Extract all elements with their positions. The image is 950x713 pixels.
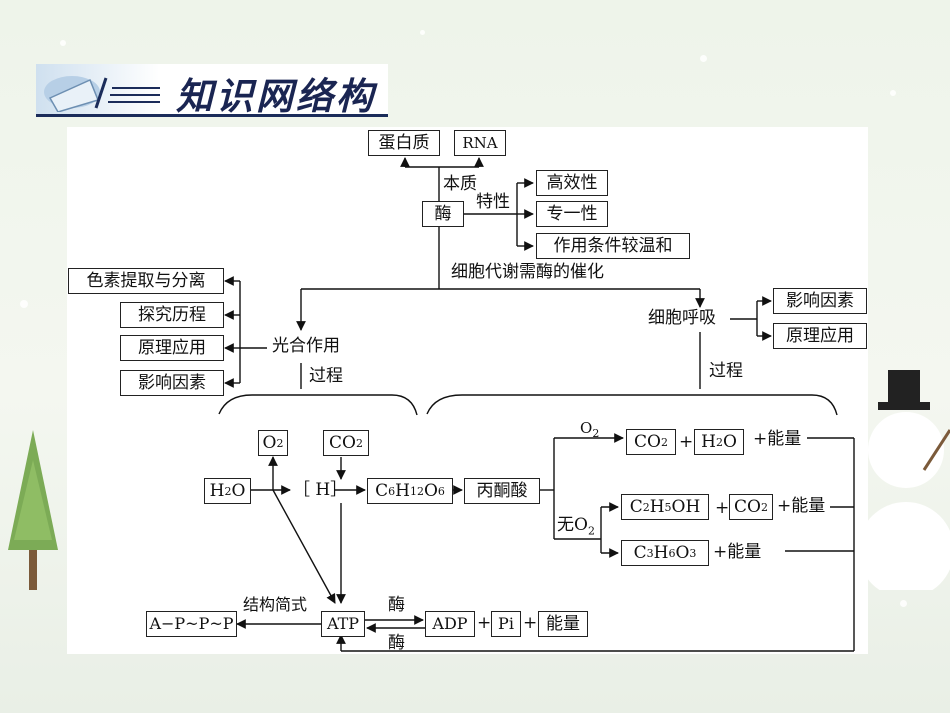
atp-box: ATP [321, 611, 365, 637]
plus-sign: + [679, 432, 694, 452]
ps-principle-box: 原理应用 [120, 335, 224, 361]
enzyme-box: 酶 [422, 201, 464, 227]
rna-box: RNA [454, 130, 506, 156]
pi-box: Pi [491, 611, 521, 637]
snow-dot [60, 40, 66, 46]
anaerobic-label: 无O2 [557, 515, 595, 538]
plus-sign: + [477, 613, 492, 633]
essence-label: 本质 [443, 174, 477, 194]
mild-conditions-box: 作用条件较温和 [536, 233, 690, 259]
concept-map: 蛋白质 RNA 本质 酶 特性 高效性 专一性 作用条件较温和 细胞代谢需酶的催… [67, 127, 868, 654]
property-label: 特性 [476, 192, 510, 212]
book-icon [44, 76, 160, 112]
aerobic-energy-label: +能量 [753, 429, 802, 449]
high-efficiency-box: 高效性 [536, 170, 608, 196]
connector-lines [218, 157, 855, 652]
section-header: 知识网络构建 [36, 64, 388, 172]
resp-principle-box: 原理应用 [773, 323, 867, 349]
snow-dot [890, 90, 896, 96]
enzyme-reverse-label: 酶 [388, 633, 405, 653]
snow-dot [20, 300, 28, 308]
photosynthesis-label: 光合作用 [272, 336, 340, 356]
ps-factors-box: 影响因素 [120, 370, 224, 396]
snowman-decoration [868, 370, 950, 590]
resp-process-label: 过程 [709, 361, 743, 381]
pigment-box: 色素提取与分离 [68, 268, 224, 294]
metabolism-label: 细胞代谢需酶的催化 [451, 262, 604, 282]
structure-label: 结构简式 [243, 595, 308, 614]
protein-box: 蛋白质 [368, 130, 440, 156]
plus-sign: + [715, 498, 730, 518]
snow-dot [700, 55, 707, 62]
enzyme-forward-label: 酶 [388, 595, 405, 615]
snow-dot [420, 30, 425, 35]
history-box: 探究历程 [120, 302, 224, 328]
adp-box: ADP [425, 611, 475, 637]
ps-process-label: 过程 [309, 366, 343, 386]
ethanol-energy-label: +能量 [777, 496, 826, 516]
pyruvate-box: 丙酮酸 [464, 478, 540, 504]
snow-dot [900, 600, 907, 607]
lactic-energy-label: +能量 [713, 542, 762, 562]
h-label: ［ H］ [293, 480, 348, 500]
energy-box: 能量 [538, 611, 588, 637]
resp-factors-box: 影响因素 [773, 288, 867, 314]
specificity-box: 专一性 [536, 201, 608, 227]
respiration-label: 细胞呼吸 [648, 308, 716, 328]
tree-decoration [8, 430, 58, 590]
aerobic-o2-label: O2 [580, 419, 600, 440]
atp-structure-box: A−P~P~P [146, 611, 237, 637]
plus-sign: + [523, 613, 538, 633]
